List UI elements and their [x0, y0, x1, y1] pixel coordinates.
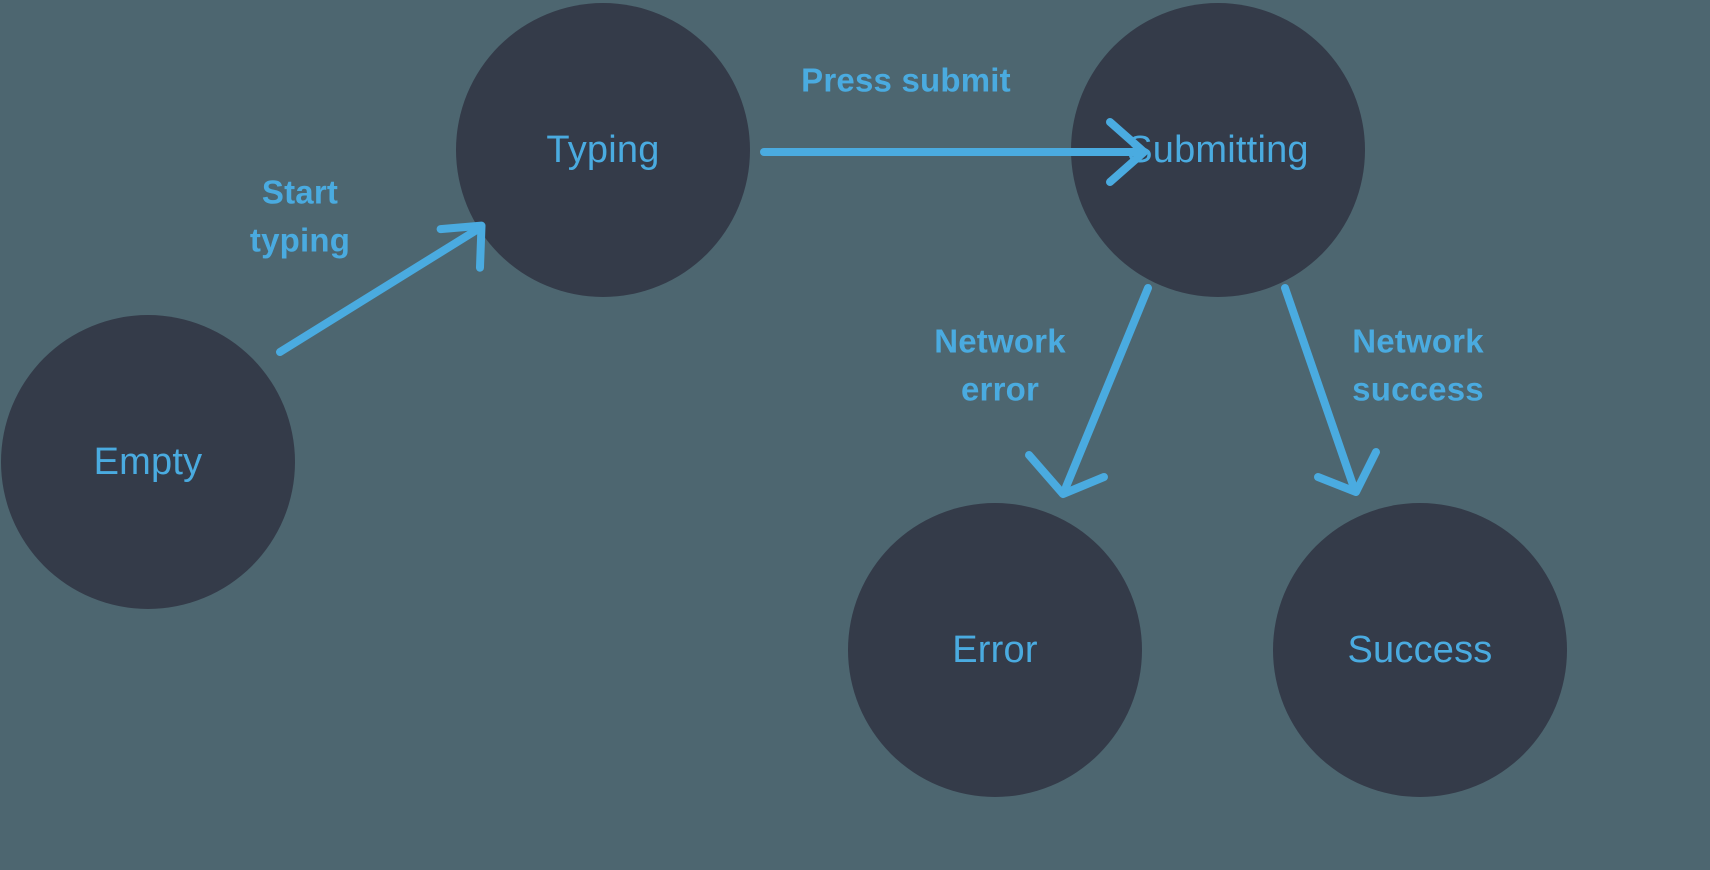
- arrow-head-network-error: [1025, 451, 1108, 498]
- transition-press-submit[interactable]: Press submit: [760, 62, 1148, 186]
- state-node-success[interactable]: Success: [1273, 503, 1567, 797]
- state-label-typing: Typing: [546, 129, 659, 171]
- state-label-success: Success: [1347, 629, 1492, 671]
- state-circle-submitting[interactable]: [1071, 3, 1365, 297]
- arrow-shaft-start-typing: [276, 227, 479, 356]
- arrow-shaft-network-error: [1062, 284, 1152, 491]
- state-node-error[interactable]: Error: [848, 503, 1142, 797]
- transition-network-error[interactable]: Network error: [934, 284, 1152, 498]
- edge-label-network-success-line1: Network: [1352, 323, 1484, 360]
- arrow-shaft-network-success: [1281, 284, 1357, 489]
- state-label-error: Error: [952, 629, 1038, 671]
- state-circle-success[interactable]: [1273, 503, 1567, 797]
- state-node-submitting[interactable]: Submitting: [1071, 3, 1365, 297]
- transition-network-success[interactable]: Network success: [1281, 284, 1484, 496]
- state-circle-error[interactable]: [848, 503, 1142, 797]
- arrow-head-start-typing: [436, 221, 486, 272]
- edge-label-press-submit: Press submit: [801, 62, 1011, 99]
- state-label-submitting: Submitting: [1127, 129, 1309, 171]
- state-circle-typing[interactable]: [456, 3, 750, 297]
- state-node-typing[interactable]: Typing: [456, 3, 750, 297]
- edge-label-network-success-line2: success: [1352, 371, 1484, 408]
- edge-label-network-error-line1: Network: [934, 323, 1066, 360]
- state-circle-empty[interactable]: [1, 315, 295, 609]
- edge-label-start-typing-line2: typing: [250, 222, 350, 259]
- arrow-head-network-success: [1314, 448, 1380, 496]
- edge-label-start-typing-line1: Start: [262, 174, 338, 211]
- edge-label-network-error-line2: error: [961, 371, 1039, 408]
- state-node-empty[interactable]: Empty: [1, 315, 295, 609]
- state-label-empty: Empty: [94, 441, 203, 483]
- arrow-head-press-submit: [1106, 118, 1148, 186]
- transition-start-typing[interactable]: Start typing: [250, 174, 486, 356]
